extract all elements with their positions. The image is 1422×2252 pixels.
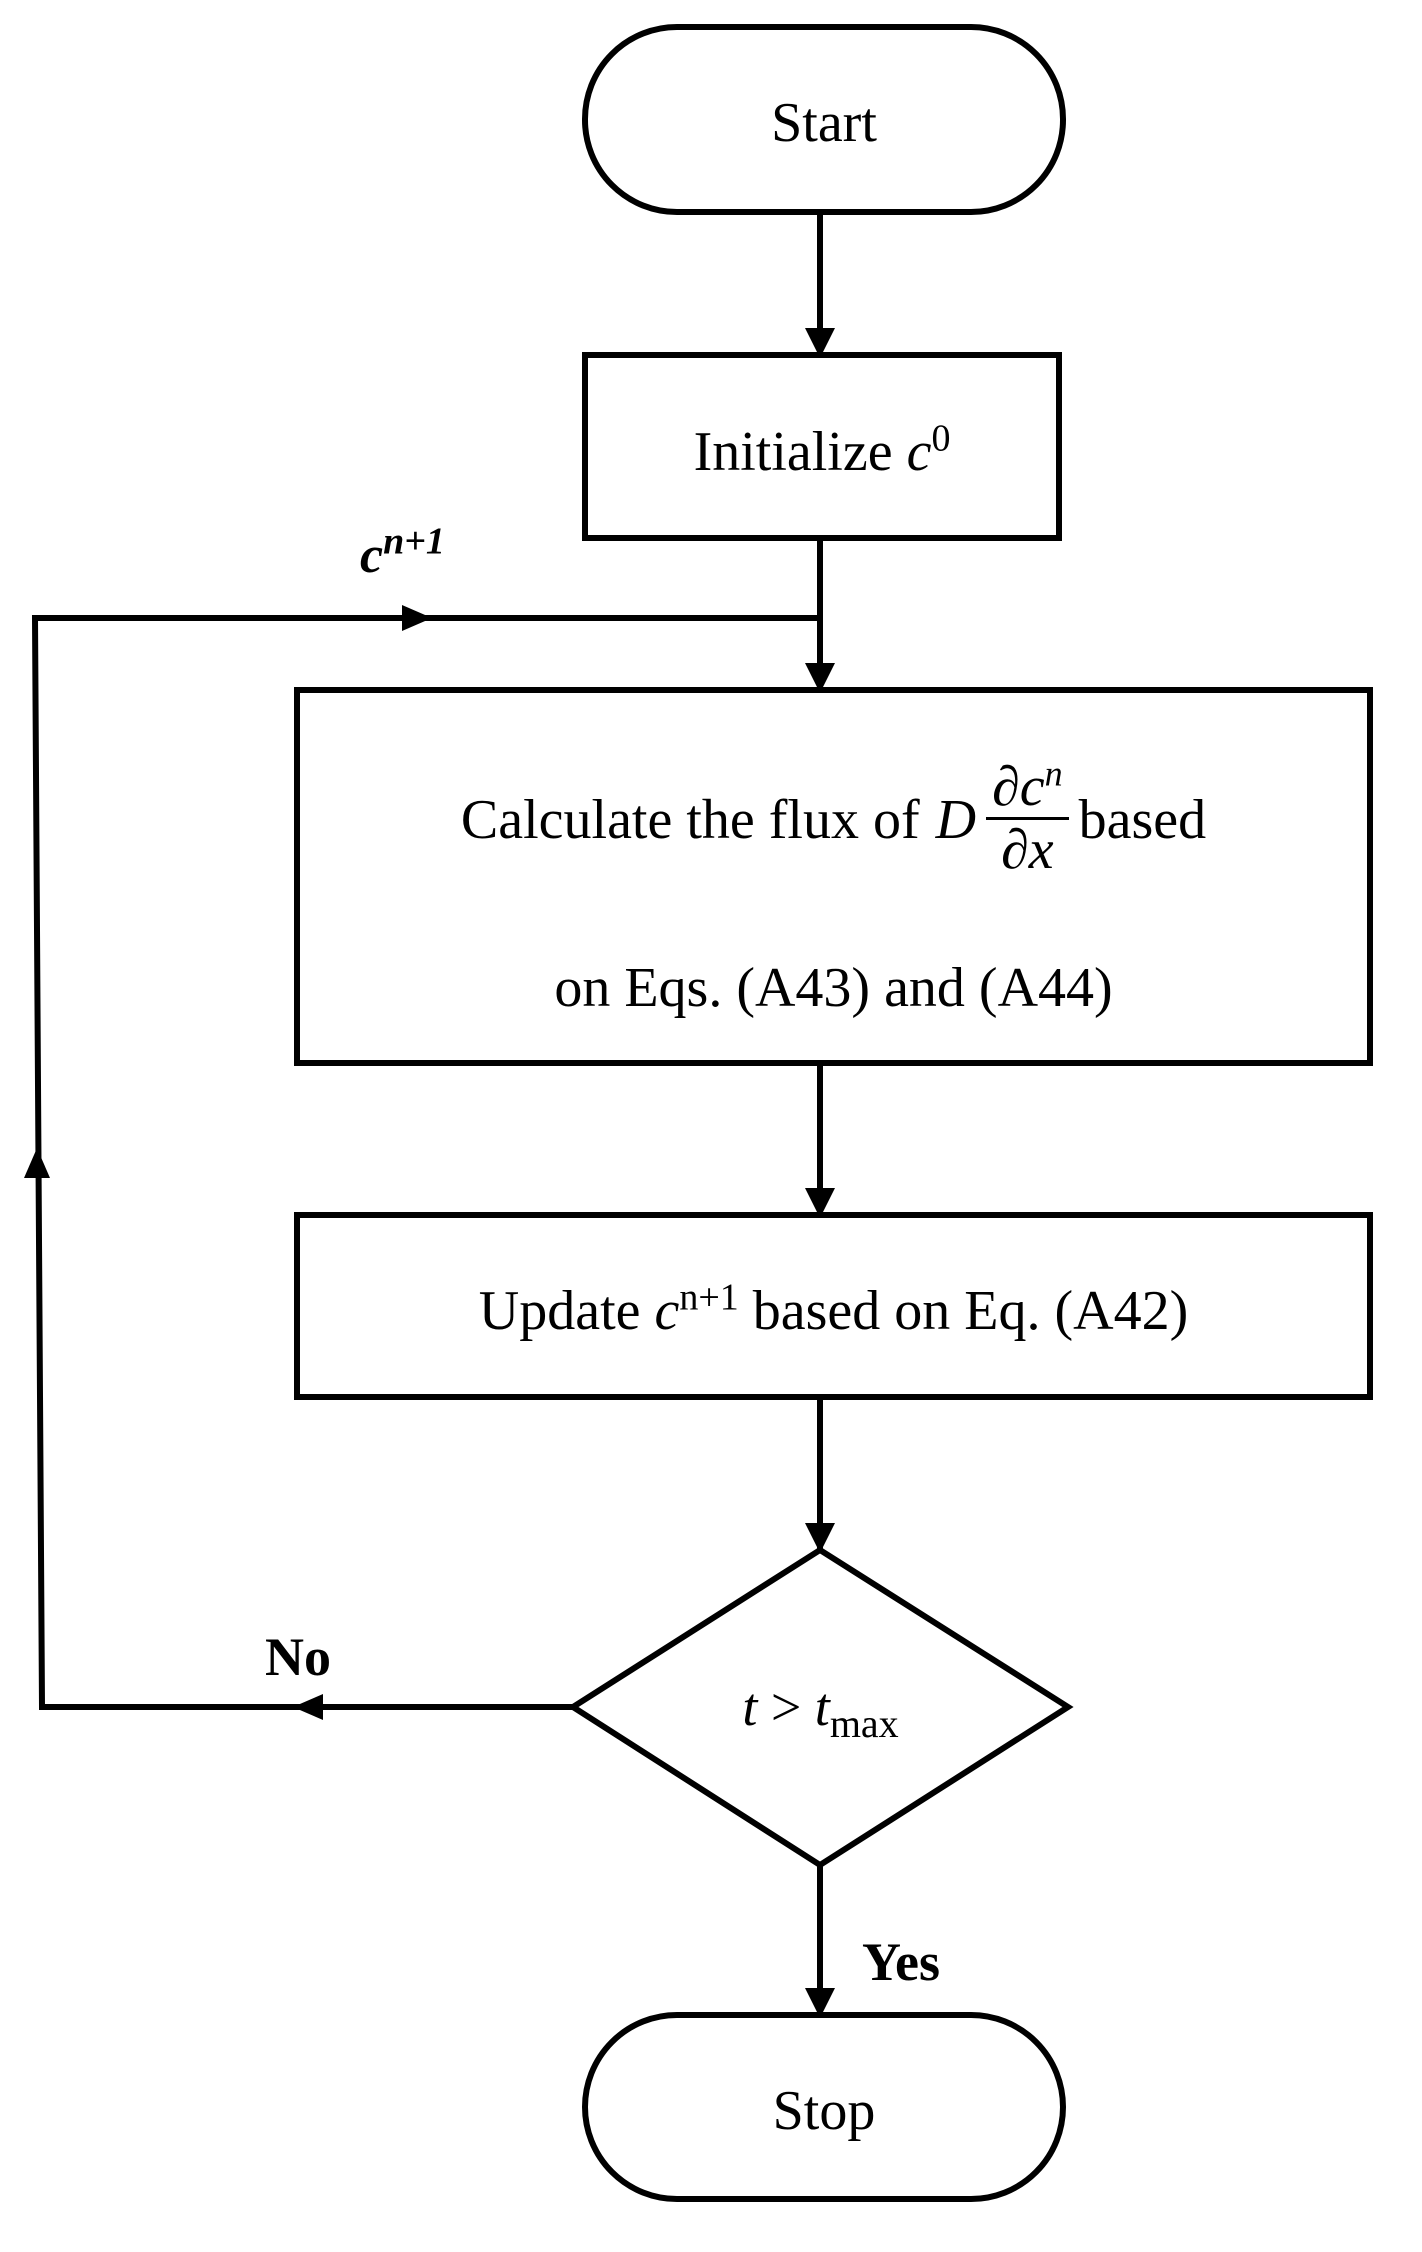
- loop-arrowhead-right: [402, 605, 432, 631]
- calculate-label-line1: Calculate the flux of D∂cn∂x based: [460, 753, 1207, 882]
- update-label: Update cn+1 based on Eq. (A42): [478, 1276, 1189, 1342]
- yes-label: Yes: [862, 1932, 940, 1992]
- loop-variable-label: cn+1: [360, 520, 445, 584]
- flux-fraction: ∂cn∂x: [986, 756, 1069, 881]
- start-label: Start: [771, 92, 877, 154]
- loop-arrowhead-up: [24, 1148, 50, 1178]
- decision-label: t > tmax: [742, 1677, 899, 1746]
- no-label: No: [265, 1627, 331, 1687]
- start-terminator: [582, 24, 1066, 215]
- initialize-label: Initialize c0: [693, 417, 951, 483]
- stop-label: Stop: [772, 2080, 876, 2142]
- loop-arrowhead-left: [293, 1694, 323, 1720]
- calculate-label-line2: on Eqs. (A43) and (A44): [554, 957, 1113, 1019]
